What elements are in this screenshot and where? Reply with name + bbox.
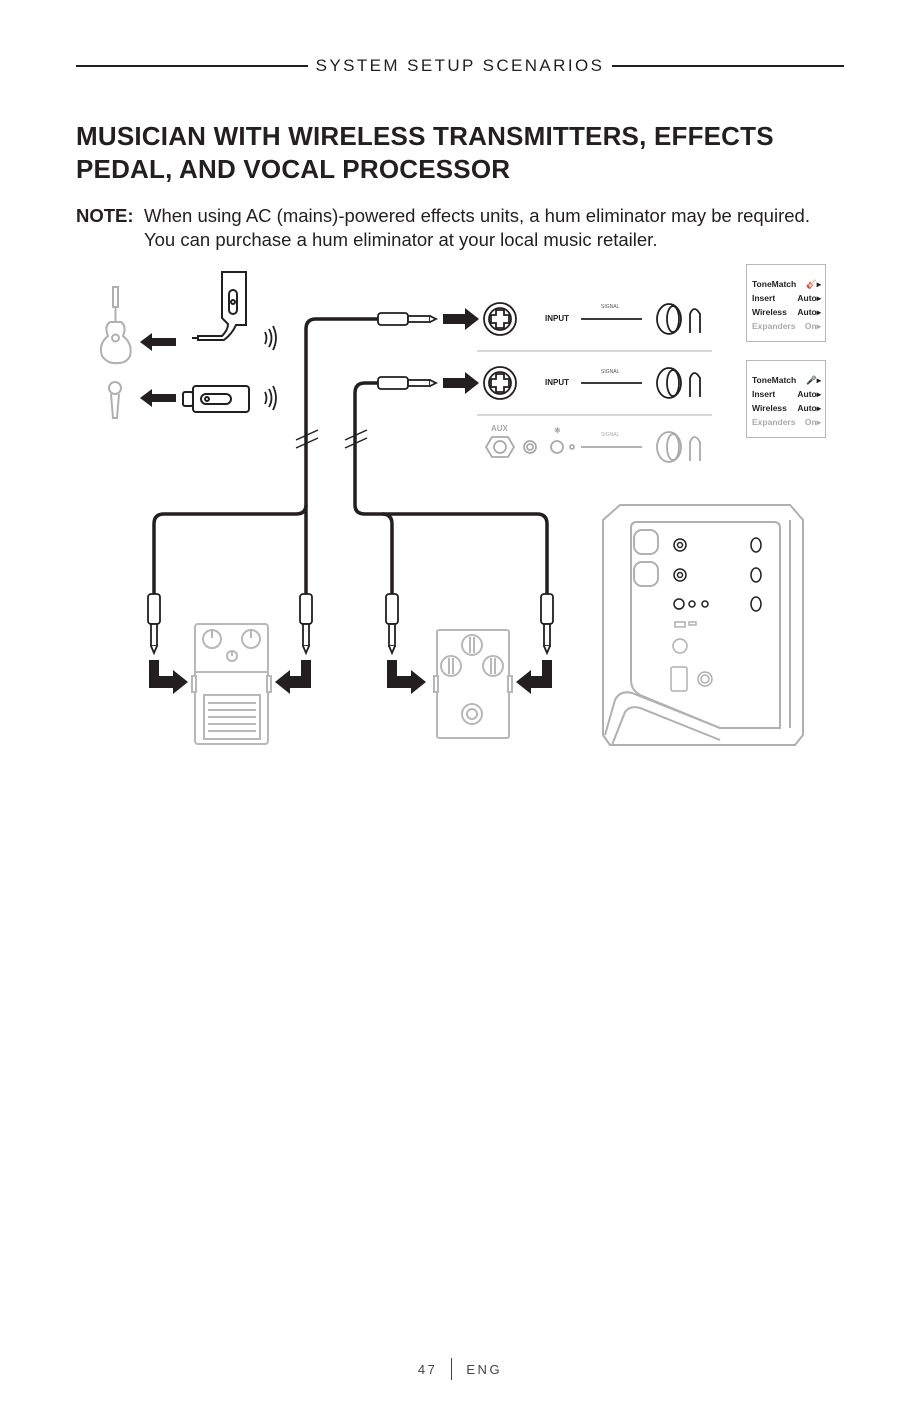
channel-3-aux: [484, 431, 701, 463]
page-title: MUSICIAN WITH WIRELESS TRANSMITTERS, EFF…: [76, 121, 774, 184]
channel-1-signal-label: SIGNAL: [601, 304, 620, 310]
connection-diagram-svg: [99, 271, 804, 746]
speaker-rear-ports: [670, 621, 713, 692]
channel-2-input: [483, 366, 701, 400]
section-header: SYSTEM SETUP SCENARIOS: [76, 54, 844, 78]
note: NOTE: When using AC (mains)-powered effe…: [76, 204, 836, 252]
cable-break-marks: [295, 429, 368, 449]
speaker-rear-controls: [673, 537, 762, 612]
channel-2-input-label: INPUT: [545, 378, 569, 387]
wireless-transmitter-guitar-icon: [192, 271, 247, 341]
cable-channel-1: [152, 317, 380, 596]
guitar-icon: 🎸▸: [806, 279, 821, 289]
note-text: When using AC (mains)-powered effects un…: [144, 205, 810, 250]
jack-plug-icon: [377, 312, 439, 390]
menu-row: ToneMatch🎤▸: [752, 375, 821, 385]
acoustic-guitar-icon: [99, 286, 132, 365]
microphone-icon: [108, 381, 122, 419]
page-footer: 47 ENG: [0, 1358, 920, 1380]
menu-row: ToneMatch🎸▸: [752, 279, 821, 289]
header-rule-right: [612, 65, 844, 67]
bluetooth-icon: ✱: [554, 426, 561, 435]
wireless-transmitter-mic-icon: [182, 385, 250, 413]
section-title: SYSTEM SETUP SCENARIOS: [315, 56, 605, 75]
aux-label: AUX: [491, 424, 508, 433]
arrow-left-icon: [140, 333, 176, 407]
channel-1-input: [483, 302, 701, 336]
vocal-processor-icon: [433, 629, 513, 739]
footer-separator: [451, 1358, 453, 1380]
effects-pedal-icon: [191, 623, 272, 745]
jack-plug-icon: [147, 593, 554, 656]
channel-1-input-label: INPUT: [545, 314, 569, 323]
wireless-signal-icon: [264, 325, 277, 411]
microphone-icon: 🎤▸: [806, 375, 821, 385]
channel-3-signal-label: SIGNAL: [601, 432, 620, 438]
speaker-rear-panel-icon: [602, 504, 804, 746]
cable-channel-2: [353, 381, 549, 596]
header-rule-left: [76, 65, 308, 67]
pedal-arrow-icon: [149, 660, 552, 694]
arrow-right-icon: [443, 308, 479, 394]
page-number: 47: [417, 1361, 438, 1377]
setup-diagram: INPUT SIGNAL INPUT SIGNAL AUX SIGNAL ✱ T…: [0, 260, 920, 760]
note-label: NOTE:: [76, 205, 134, 226]
language-code: ENG: [466, 1361, 503, 1377]
channel-2-signal-label: SIGNAL: [601, 369, 620, 375]
